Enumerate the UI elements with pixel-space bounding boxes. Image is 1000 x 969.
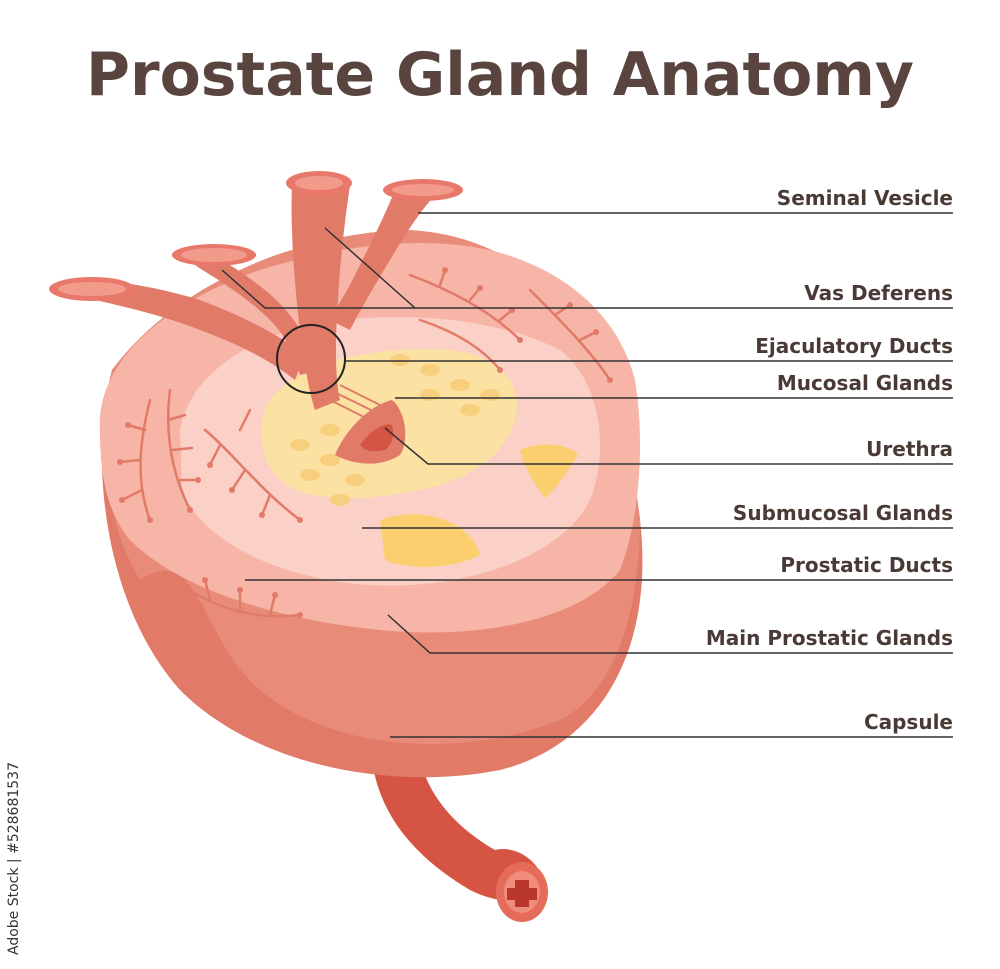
duct-endpoints (117, 267, 613, 618)
prostatic-duct-network (118, 268, 612, 618)
label-submucosal-glands: Submucosal Glands (732, 501, 953, 525)
label-vas-deferens: Vas Deferens (804, 281, 953, 305)
leader-main-prostatic-glands (387, 614, 953, 654)
urethra-lumen (335, 400, 406, 464)
ejaculatory-ducts-marker (276, 324, 346, 394)
leader-vas-deferens-2 (324, 227, 416, 309)
leader-lines (221, 212, 953, 738)
urethra-tube (372, 760, 548, 922)
label-seminal-vesicle: Seminal Vesicle (776, 186, 953, 210)
stock-id-watermark: Adobe Stock | #528681537 (6, 762, 22, 955)
leader-urethra (384, 427, 953, 465)
gland-dots (290, 354, 500, 506)
label-capsule: Capsule (863, 710, 953, 734)
page-title: Prostate Gland Anatomy (86, 40, 914, 110)
label-mucosal-glands: Mucosal Glands (776, 371, 953, 395)
label-prostatic-ducts: Prostatic Ducts (780, 553, 953, 577)
vas-deferens-tubes (49, 171, 463, 410)
label-urethra: Urethra (866, 437, 953, 461)
label-ejaculatory-ducts: Ejaculatory Ducts (755, 334, 953, 358)
leader-vas-deferens (221, 269, 953, 309)
label-main-prostatic-glands: Main Prostatic Glands (705, 626, 953, 650)
